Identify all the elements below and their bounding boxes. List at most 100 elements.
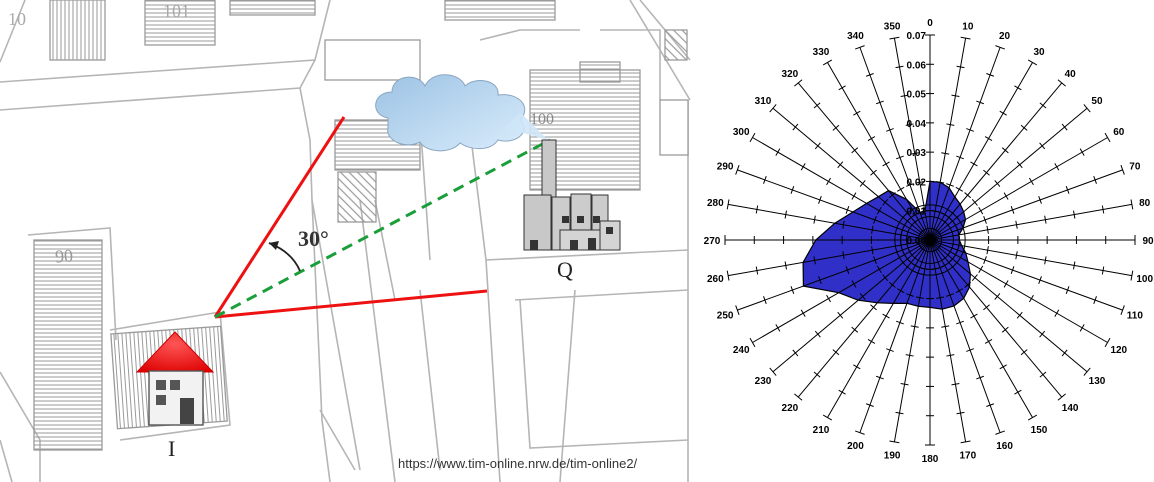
rose-tick: [1079, 148, 1085, 156]
rose-tick: [900, 383, 909, 386]
rose-spoke-300: [752, 137, 931, 241]
direction-label: 250: [717, 311, 734, 322]
rose-tick: [873, 216, 877, 224]
rose-spoke-10: [929, 38, 967, 241]
rose-tick: [755, 205, 759, 214]
rose-tick: [1044, 215, 1047, 224]
rose-tick: [906, 293, 914, 297]
rose-tick: [855, 430, 865, 435]
rose-tick: [775, 324, 781, 332]
rose-tick: [826, 294, 831, 303]
rose-tick: [775, 148, 781, 156]
rose-tick: [1010, 266, 1015, 274]
rose-tick: [896, 155, 904, 160]
rose-spoke-170: [929, 239, 967, 442]
rose-tick: [726, 270, 730, 281]
rose-tick: [867, 136, 876, 141]
rose-spoke-240: [752, 239, 931, 343]
rose-tick: [792, 123, 799, 131]
direction-label: 230: [755, 376, 772, 387]
rose-tick: [1014, 389, 1022, 395]
rose-tick: [1120, 305, 1125, 315]
radial-tick-label: 0.06: [907, 60, 927, 71]
rose-tick: [970, 161, 978, 167]
direction-label: 70: [1129, 161, 1141, 172]
rose-tick: [936, 296, 945, 299]
rose-tick: [976, 100, 985, 105]
direction-label: 350: [884, 21, 901, 32]
rose-tick: [813, 215, 816, 224]
direction-label: 150: [1031, 425, 1048, 436]
rose-tick: [813, 102, 821, 109]
rose-tick: [882, 198, 889, 206]
rose-tick: [1083, 104, 1091, 113]
rose-tick: [1039, 371, 1047, 378]
rose-tick: [871, 225, 874, 234]
rose-tick: [1093, 296, 1097, 305]
rose-tick: [851, 280, 857, 288]
rose-tick: [1054, 309, 1060, 317]
rose-tick: [792, 349, 799, 357]
rose-tick: [1029, 294, 1034, 303]
rose-spoke-190: [893, 239, 931, 442]
angle-arc: [268, 241, 301, 272]
radial-tick-label: 0.00: [907, 236, 927, 247]
rose-spoke-20: [929, 47, 1001, 241]
rose-tick: [951, 383, 960, 386]
rose-tick: [832, 349, 840, 356]
smoke-cloud-icon: [375, 74, 548, 152]
rose-tick: [1054, 163, 1060, 171]
direction-label: 170: [960, 451, 977, 462]
rose-tick: [941, 152, 950, 155]
direction-label: 300: [733, 127, 750, 138]
rose-tick: [814, 142, 821, 150]
rose-tick: [1039, 330, 1046, 338]
rose-tick: [995, 430, 1005, 435]
direction-label: 210: [813, 425, 830, 436]
rose-tick: [1101, 266, 1105, 275]
direction-label: 200: [847, 441, 864, 452]
source-label: Q: [557, 257, 573, 282]
rose-tick: [790, 286, 795, 295]
rose-tick: [920, 209, 929, 213]
rose-spoke-100: [929, 239, 1132, 277]
rose-spoke-290: [737, 169, 931, 241]
rose-tick: [978, 207, 984, 215]
rose-tick: [1029, 177, 1034, 186]
rose-tick: [1104, 337, 1111, 348]
rose-tick: [790, 185, 795, 194]
direction-label: 40: [1065, 69, 1077, 80]
direction-label: 120: [1110, 345, 1127, 356]
rose-tick: [876, 207, 882, 215]
rose-tick: [853, 364, 861, 370]
rose-tick: [915, 296, 924, 299]
rose-tick: [956, 155, 964, 160]
rose-tick: [1020, 349, 1028, 356]
rose-tick: [956, 65, 965, 69]
rose-tick: [986, 403, 995, 407]
rose-spoke-120: [929, 239, 1108, 343]
rose-tick: [842, 220, 845, 229]
rose-tick: [1039, 142, 1046, 150]
rose-tick: [964, 281, 972, 288]
radial-tick-label: 0.02: [907, 177, 927, 188]
rose-tick: [910, 325, 919, 328]
rose-tick: [1130, 199, 1134, 210]
rose-spoke-80: [929, 203, 1132, 241]
rose-tick: [895, 411, 904, 415]
rose-tick: [794, 393, 803, 401]
rose-tick: [983, 304, 990, 311]
rose-tick: [978, 265, 984, 273]
rose-tick: [984, 136, 993, 141]
rose-spoke-280: [728, 203, 931, 241]
rose-spoke-220: [797, 239, 931, 398]
parcel-lines: [0, 0, 691, 482]
rose-spoke-160: [929, 239, 1001, 433]
rose-tick: [784, 261, 787, 270]
rose-tick: [851, 192, 857, 200]
rose-tick: [865, 73, 874, 77]
rose-tick: [1016, 311, 1023, 319]
rose-tick: [886, 128, 894, 132]
rose-tick: [976, 375, 985, 380]
rose-tick: [832, 124, 840, 131]
